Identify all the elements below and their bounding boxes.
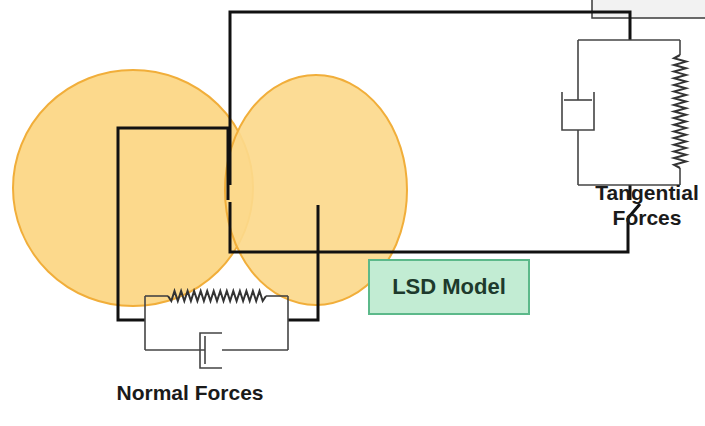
corner-box <box>592 0 705 18</box>
tangential-unit <box>562 40 686 185</box>
tangential-wire <box>230 12 640 252</box>
normal-unit <box>145 291 288 368</box>
model-title: LSD Model <box>392 274 506 300</box>
normal-wire <box>118 128 318 320</box>
force-label: Tangential Forces <box>591 180 703 230</box>
model-box: LSD Model <box>368 259 530 315</box>
particle-left <box>13 70 253 306</box>
force-label: Normal Forces <box>90 380 290 405</box>
